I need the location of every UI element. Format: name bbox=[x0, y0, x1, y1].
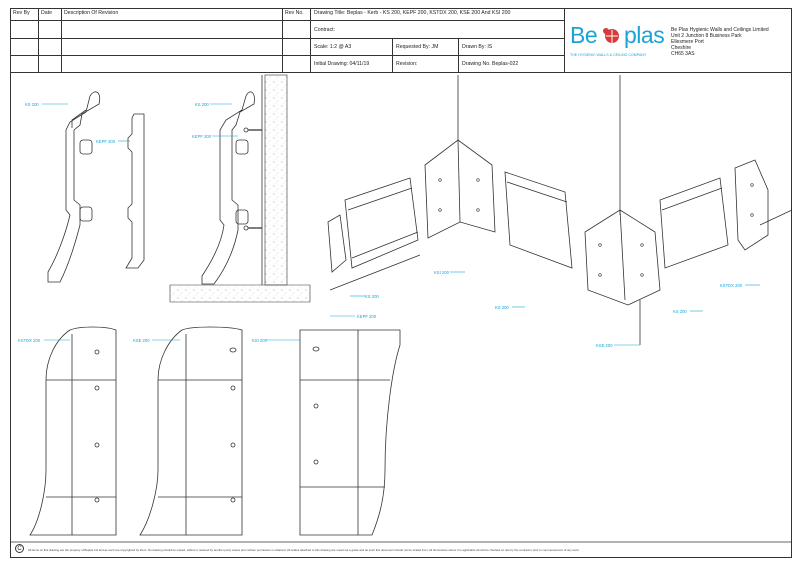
col-line-1 bbox=[38, 8, 39, 72]
company-postcode: CH65 3AS bbox=[671, 51, 695, 57]
callout-ks200-iso: KS 200 bbox=[365, 294, 379, 299]
callout-kse200-front: KSE 200 bbox=[133, 338, 150, 343]
kse200-elevation bbox=[139, 326, 243, 536]
callout-ks200-iso-2: KS 200 bbox=[495, 305, 509, 310]
scale-label: Scale: 1:2 @ A3 bbox=[314, 44, 352, 50]
col-line-4 bbox=[310, 8, 311, 72]
company-address-3: Cheshire bbox=[671, 45, 692, 51]
ks200-mounted bbox=[201, 91, 262, 285]
callout-ksi200-iso: KSI 200 bbox=[434, 270, 449, 275]
callout-ks200-section: KS 200 bbox=[195, 102, 209, 107]
rev-by-header: Rev By bbox=[13, 10, 30, 16]
col-line-3 bbox=[282, 8, 283, 72]
callout-kstdx200-iso: KSTDX 200 bbox=[720, 283, 743, 288]
title-row-line-2 bbox=[10, 38, 564, 39]
col-line-5 bbox=[564, 8, 565, 72]
col-line-7 bbox=[458, 38, 459, 72]
kepf200-profile bbox=[125, 113, 145, 269]
drawing-title: Drawing Title: Beplas - Kerb - KS 200, K… bbox=[314, 10, 511, 16]
logo-plas: plas bbox=[624, 22, 665, 48]
wall-section bbox=[169, 74, 311, 303]
callout-ks200-profile: KS 200 bbox=[25, 102, 39, 107]
callout-kepf200-iso: KEPF 200 bbox=[357, 314, 377, 319]
requested-by-label: Requested By: JM bbox=[396, 44, 439, 50]
callout-leaders bbox=[42, 103, 760, 346]
title-row-line-1 bbox=[10, 20, 564, 21]
logo-be: Be bbox=[570, 22, 598, 48]
initial-drawing-label: Initial Drawing: 04/11/19 bbox=[314, 61, 370, 67]
callout-ks200-iso-3: KS 200 bbox=[673, 309, 687, 314]
drawing-no-label: Drawing No. Beplas-022 bbox=[462, 61, 519, 67]
callout-kse200-iso: KSE 200 bbox=[596, 343, 613, 348]
company-address-1: Unit 2 Junction 8 Business Park bbox=[671, 33, 742, 39]
ks200-profile bbox=[47, 91, 101, 283]
contract-label: Contract: bbox=[314, 27, 336, 33]
iso-assembly bbox=[327, 75, 793, 345]
drawing-sheet bbox=[10, 8, 792, 558]
revision-label: Revision: bbox=[396, 61, 418, 67]
title-row-line-3 bbox=[10, 55, 564, 56]
company-address-2: Ellesmere Port bbox=[671, 39, 704, 45]
company-tagline: THE HYGIENIC WALLS & CEILING COMPANY bbox=[570, 53, 647, 57]
col-line-6 bbox=[392, 38, 393, 72]
rev-no-header: Rev No. bbox=[285, 10, 304, 16]
date-header: Date bbox=[41, 10, 52, 16]
callout-kepf200-profile: KEPF 200 bbox=[96, 139, 116, 144]
iso-fixing-holes bbox=[438, 178, 754, 277]
callout-kstdx200-front: KSTDX 200 bbox=[18, 338, 41, 343]
ksi200-elevation bbox=[299, 329, 401, 536]
copyright-icon: C bbox=[15, 544, 24, 553]
callout-kepf200-section: KEPF 200 bbox=[192, 134, 212, 139]
kstdx200-elevation bbox=[29, 326, 117, 536]
company-name: Be Plas Hygienic Walls and Ceilings Limi… bbox=[671, 27, 769, 33]
drawn-by-label: Drawn By: IS bbox=[462, 44, 493, 50]
copyright-notice: All items on this drawing are the proper… bbox=[28, 548, 580, 552]
description-header: Description Of Revision bbox=[64, 10, 119, 16]
callout-ksi200-front: KSI 200 bbox=[252, 338, 267, 343]
col-line-2 bbox=[61, 8, 62, 72]
title-bottom-line bbox=[10, 72, 792, 73]
